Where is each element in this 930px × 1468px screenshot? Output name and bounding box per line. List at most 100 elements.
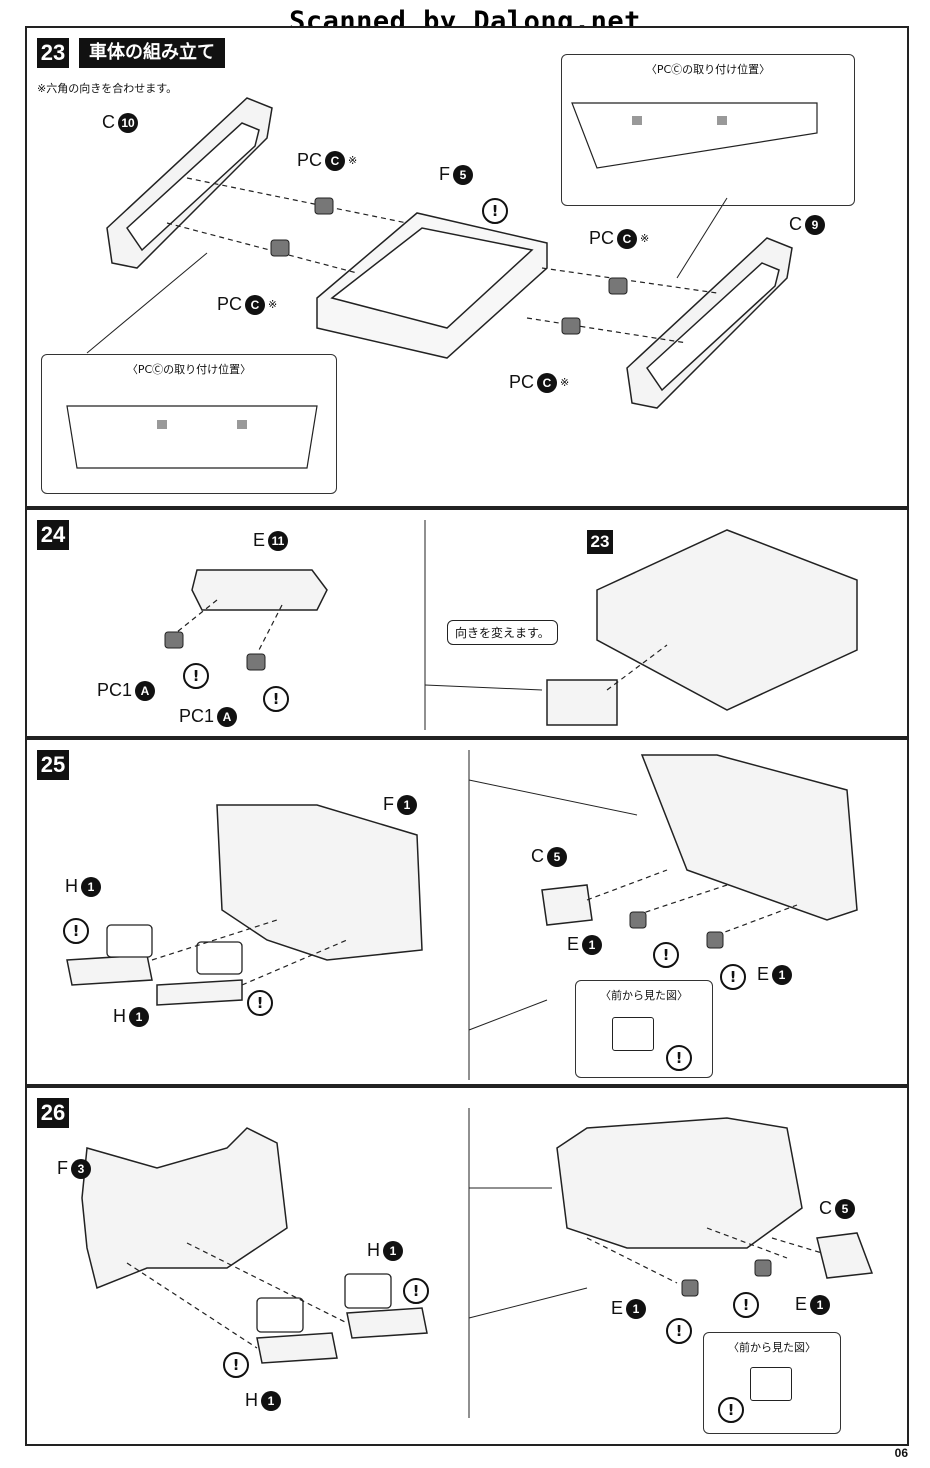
pc-label-top-left: PC C ※ [297,150,357,171]
inset-title: 〈前から見た図〉 [600,989,688,1002]
pc-label-right-top: PC C ※ [589,228,649,249]
part-letter: F [57,1158,68,1178]
caution-icon: ! [247,990,273,1016]
part-label-e1-right: E 1 [757,964,793,985]
part-number-circle: 5 [835,1198,855,1219]
inset-title: 〈PCⒸの取り付け位置〉 [645,63,771,76]
part-number-circle: 1 [582,934,603,955]
part-number-circle: 1 [397,794,417,815]
step-23-drawing [66,97,818,469]
step-23-note: ※六角の向きを合わせます。 [37,82,178,95]
part-number-circle: 1 [81,876,101,897]
pc-text: PC [217,294,243,314]
step-26-panel: 26 F 3 H 1 ! ! H 1 C 5 E 1 ! E 1 ! 〈前から見… [25,1086,909,1446]
step-24-panel: 24 E 11 ! ! PC1 A PC1 A 23 向きを変えます。 [25,508,909,738]
caution-icon: ! [223,1352,249,1378]
part-letter: E [757,964,770,984]
part-label-f3: F 3 [57,1158,91,1179]
part-label-c5: C 5 [819,1198,855,1219]
part-label-f1: F 1 [383,794,417,815]
part-label-e11: E 11 [253,530,289,551]
part-number-circle: 1 [383,1240,403,1261]
caution-icon: ! [183,663,209,689]
part-label-e1-left: E 1 [567,934,603,955]
part-letter: C [789,214,802,234]
part-number-circle: 11 [268,530,289,551]
pc-text: PC [589,228,615,248]
part-label-pc1a-left: PC1 A [97,680,156,701]
note-mark: ※ [268,299,278,311]
hex-front-view [750,1367,792,1401]
part-letter: PC1 [97,680,133,700]
caution-icon: ! [720,964,746,990]
part-letter: H [65,876,78,896]
step-24-number: 24 [37,520,69,550]
caution-icon: ! [733,1292,759,1318]
part-letter: C [531,846,544,866]
part-label-pc1a-right: PC1 A [179,706,238,727]
part-letter: E [611,1298,624,1318]
part-letter: H [113,1006,126,1026]
caution-icon: ! [666,1045,692,1071]
part-label-h1-top: H 1 [367,1240,403,1261]
step-23-title: 車体の組み立て [79,38,225,68]
pc-label-bottom-left: PC C ※ [217,294,277,315]
pc-position-inset-left: 〈PCⒸの取り付け位置〉 [41,354,337,494]
caution-icon: ! [263,686,289,712]
pc-label-bottom-right: PC C ※ [509,372,569,393]
part-letter: E [795,1294,808,1314]
part-number-circle: 1 [129,1006,149,1027]
part-number-circle: 1 [261,1390,281,1411]
pc-text: PC [509,372,535,392]
ref-step-23-badge: 23 [587,530,613,554]
hex-front-view [612,1017,654,1051]
caution-icon: ! [63,918,89,944]
note-mark: ※ [560,377,570,389]
part-number-circle: 10 [118,112,138,133]
part-letter: E [253,530,266,550]
part-letter: C [102,112,115,132]
part-number-circle: 1 [626,1298,647,1319]
part-label-h1-bottom: H 1 [113,1006,149,1027]
part-label-c5: C 5 [531,846,567,867]
front-view-inset: 〈前から見た図〉 ! [703,1332,841,1434]
caution-icon: ! [653,942,679,968]
step-26-number: 26 [37,1098,69,1128]
step-26-drawing [81,1108,874,1418]
part-number-circle: 9 [805,214,825,235]
step-25-panel: 25 F 1 H 1 ! ! H 1 C 5 E 1 ! ! E 1 〈前から見… [25,738,909,1086]
step-23-number: 23 [37,38,69,68]
step-23-panel: 23 車体の組み立て ※六角の向きを合わせます。 C 10 PC C ※ F 5… [25,26,909,508]
step-25-drawing [66,750,858,1080]
part-number-circle: 1 [772,964,793,985]
part-number-circle: A [135,680,156,701]
front-view-inset: 〈前から見た図〉 ! [575,980,713,1078]
part-label-h1-top: H 1 [65,876,101,897]
caution-icon: ! [482,198,508,224]
runner-circle: C [537,372,558,393]
orientation-callout: 向きを変えます。 [447,620,558,645]
part-letter: H [245,1390,258,1410]
part-label-c10: C 10 [102,112,138,133]
runner-circle: C [325,150,346,171]
page-number: 06 [894,1446,908,1460]
part-number-circle: 1 [810,1294,831,1315]
part-letter: PC1 [179,706,215,726]
runner-circle: C [617,228,638,249]
note-mark: ※ [640,233,650,245]
pc-position-inset-right: 〈PCⒸの取り付け位置〉 [561,54,855,206]
part-number-circle: 5 [453,164,473,185]
part-letter: E [567,934,580,954]
part-number-circle: 3 [71,1158,91,1179]
caution-icon: ! [666,1318,692,1344]
part-letter: F [383,794,394,814]
part-label-h1-bottom: H 1 [245,1390,281,1411]
part-number-circle: 5 [547,846,567,867]
step-24-drawing [164,520,858,730]
part-label-c9: C 9 [789,214,825,235]
step-25-number: 25 [37,750,69,780]
pc-text: PC [297,150,323,170]
note-mark: ※ [348,155,358,167]
caution-icon: ! [718,1397,744,1423]
inset-title: 〈PCⒸの取り付け位置〉 [126,363,252,376]
